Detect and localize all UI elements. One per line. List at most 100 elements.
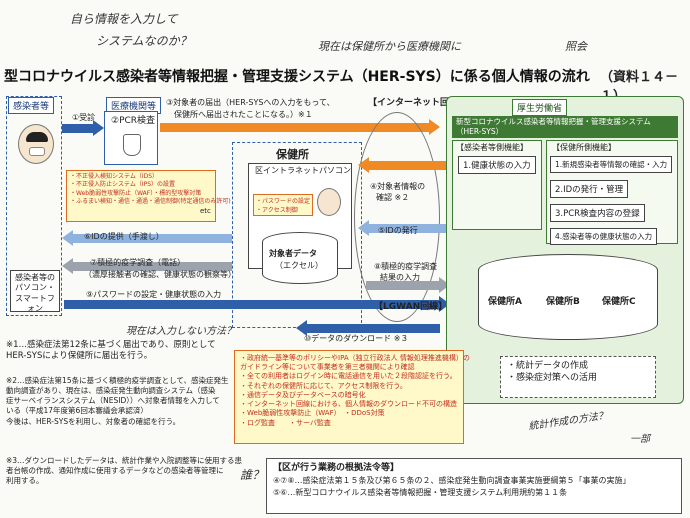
security-item-1: ・不正侵入検知システム（IDS） — [70, 173, 159, 180]
db-hokenjo-label: 対象者データ — [269, 249, 317, 258]
note-3-line-3: 利用する。 — [6, 476, 44, 486]
measure-7: ・Web脆弱性攻撃防止（WAF） ・DDoS対策 — [240, 409, 385, 418]
patient-device-label: 感染者等のパソコン・スマートフォン — [15, 273, 55, 314]
internet-label: 【インターネット回線】 — [368, 98, 468, 108]
internet-boundary — [354, 112, 440, 322]
measure-3: ・全ての利用者はログイン時に電話通信を用いた２段階認証を行う。 — [240, 372, 457, 381]
note-2: ※2…感染症法第15条に基づく積極的疫学調査として、感染症発生 動向調査があり、… — [6, 376, 232, 427]
flow-label-8b: 結果の入力 — [380, 273, 420, 282]
hokenjo-func-header: 【保健所側機能】 — [552, 143, 616, 152]
flow-label-4b: 確認 ※２ — [376, 193, 410, 202]
staff-avatar — [317, 188, 341, 216]
note-1: ※1…感染症法第12条に基づく届出であり、原則として HER-SYSにより保健所… — [6, 340, 232, 363]
hokenjo-database: 対象者データ （エクセル） — [262, 232, 338, 284]
note-2-line-1: ※2…感染症法第15条に基づく積極的疫学調査として、感染症発生 — [6, 376, 229, 385]
her-sys-database — [478, 254, 658, 340]
stats-item-2: ・感染症対策への活用 — [507, 372, 598, 383]
handwritten-note-4: 照会 — [565, 40, 587, 53]
lgwan-label: 【LGWAN回線】 — [374, 302, 448, 312]
measure-2: ガイドライン等について事業者を第三者機関により確認 — [240, 363, 415, 372]
flow-label-3b: 保健所へ届出されたことになる。）※１ — [174, 110, 313, 119]
intranet-item-2: ・アクセス制御 — [256, 207, 298, 214]
note-1-line-1: ※1…感染症法第12条に基づく届出であり、原則として — [6, 340, 216, 350]
patient-device-box: 感染者等のパソコン・スマートフォン — [10, 270, 60, 314]
measure-1: ・政府統一基準等のポリシーやIPA（独立行政法人 情報処理推進機構）の — [240, 354, 470, 362]
flow-label-10: ⑩データのダウンロード ※３ — [304, 334, 409, 343]
note-3: ※3…ダウンロードしたデータは、統計作業や入院調整等に使用する患 者台帳の作成、… — [6, 456, 243, 486]
patient-func-header: 【感染者等側機能】 — [456, 143, 528, 152]
security-item-3: ・Web脆弱性攻撃防止（WAF）・標的型攻撃対策 — [70, 189, 202, 197]
note-3-line-1: ※3…ダウンロードしたデータは、統計作業や入院調整等に使用する患 — [6, 456, 243, 465]
measure-4: ・それぞれの保健所に応じて、アクセス制限を行う。 — [240, 381, 407, 390]
hospital-box: ②PCR検査 — [104, 111, 158, 165]
db-label-c: 保健所C — [602, 297, 636, 307]
security-item-2: ・不正侵入防止システム（IPS）の設置 — [70, 181, 176, 189]
basis-line-2: ⑤⑥…新型コロナウイルス感染者等情報把握・管理支援システム利用規約第１１条 — [273, 487, 568, 497]
hokenjo-func-2: 2.IDの発行・管理 — [550, 180, 629, 198]
flow-label-1: ①受診 — [72, 113, 96, 122]
security-box: ・不正侵入検知システム（IDS） ・不正侵入防止システム（IPS）の設置 ・We… — [66, 170, 231, 222]
flow-label-6: ⑥IDの提供（手渡し） — [84, 232, 164, 241]
flow-arrow-6 — [62, 230, 232, 246]
note-2-line-2: 動向調査があり、現在は、感染症発生動向調査システム（感染 — [6, 386, 216, 396]
mask-shape — [29, 147, 45, 156]
flow-label-3: ③対象者の届出（HER-SYSへの入力をもって、 — [166, 98, 335, 107]
page-title: 型コロナウイルス感染者等情報把握・管理支援システム（HER-SYS）に係る個人情… — [4, 69, 590, 85]
patient-func-panel — [452, 140, 542, 230]
flow-label-7: ⑦積極的疫学調査（電話） — [90, 258, 186, 267]
hokenjo-func-1: 1.新規感染者等情報の確認・入力 — [550, 156, 673, 173]
db-hokenjo-sub: （エクセル） — [275, 261, 323, 270]
db-label-b: 保健所B — [546, 297, 580, 307]
patient-label: 感染者等 — [8, 97, 55, 114]
doctor-icon — [123, 134, 141, 156]
flow-arrow-4 — [358, 157, 446, 173]
patient-avatar — [18, 124, 54, 164]
flow-arrow-3 — [160, 119, 440, 135]
flow-arrow-5 — [358, 220, 446, 236]
note-2-line-3: 症サーベイランスシステム（NESID））へ対象者情報を入力して — [6, 396, 220, 406]
measure-8: ・ログ監査 ・サーバ監査 — [240, 418, 331, 427]
handwritten-note-8: 一部 — [630, 434, 650, 445]
handwritten-note-7: 誰？ — [240, 468, 265, 482]
patient-func-1: 1.健康状態の入力 — [458, 156, 536, 174]
flow-arrow-9 — [64, 296, 450, 312]
handwritten-note-5: 現在は入力しない方法？ — [126, 326, 236, 337]
note-2-line-4: いる（平成17年度第6回本審議会承認済） — [6, 406, 148, 416]
hokenjo-label: 保健所 — [276, 148, 309, 161]
note-2-line-5: 今後は、HER-SYSを利用し、対象者の確認を行う。 — [6, 416, 181, 426]
flow-label-5: ⑤IDの発行 — [378, 226, 418, 235]
basis-line-1: ④⑦⑧…感染症法第１５条及び第６５条の２、感染症発生動向調査事業実施要綱第５「事… — [273, 476, 631, 486]
security-etc: etc — [200, 207, 211, 215]
flow-arrow-8 — [366, 277, 450, 293]
hair-shape — [26, 132, 48, 142]
handwritten-note-6: 統計作成の方法？ — [527, 410, 609, 433]
pcr-label: ②PCR検査 — [111, 116, 156, 126]
handwritten-note-1: 自ら情報を入力して — [70, 12, 178, 26]
patient-region — [6, 96, 62, 316]
handwritten-note-3: 現在は保健所から医療機関に — [318, 40, 461, 53]
handwritten-note-2: システムなのか？ — [96, 34, 192, 48]
measure-6: ・インターネット回線における、個人情報のダウンロード不可の構造 — [240, 400, 457, 409]
her-sys-header: 新型コロナウイルス感染者等情報把握・管理支援システム（HER-SYS） — [452, 116, 678, 138]
flow-label-4: ④対象者情報の — [370, 182, 426, 191]
measure-5: ・通信データ及びデータベースの暗号化 — [240, 390, 366, 399]
stats-box: ・統計データの作成 ・感染症対策への活用 — [500, 356, 656, 398]
note-3-line-2: 者台帳の作成、通知作成に使用するデータなどの感染者等管理に — [6, 466, 224, 476]
flow-arrow-10 — [296, 320, 440, 336]
hokenjo-func-4: 4.感染者等の健康状態の入力 — [550, 228, 658, 245]
her-sys-title: 新型コロナウイルス感染者等情報把握・管理支援システム（HER-SYS） — [456, 117, 651, 136]
legal-basis-box: 【区が行う業務の根拠法令等】 ④⑦⑧…感染症法第１５条及び第６５条の２、感染症発… — [266, 458, 682, 514]
flow-label-9: ⑨パスワードの設定・健康状態の入力 — [86, 290, 222, 301]
flow-label-8: ⑧積極的疫学調査 — [374, 262, 438, 271]
security-item-4: ・ふるまい検知・通信・通過・通信制御(特定通信のみ許可) — [70, 197, 231, 205]
intranet-item-1: ・パスワードの設定 — [256, 198, 311, 205]
flow-arrow-7 — [62, 258, 232, 274]
hokenjo-func-3: 3.PCR検査内容の登録 — [550, 204, 645, 222]
flow-label-7b: （濃厚接触者の確認、健康状態の観察等） — [84, 270, 236, 279]
basis-header: 【区が行う業務の根拠法令等】 — [273, 463, 400, 473]
intranet-label: 区イントラネットパソコン — [255, 166, 351, 175]
security-measures-box: ・政府統一基準等のポリシーやIPA（独立行政法人 情報処理推進機構）の ガイドラ… — [234, 350, 470, 444]
flow-arrow-1 — [62, 120, 104, 136]
mhlw-label: 厚生労働省 — [512, 99, 568, 116]
db-label-a: 保健所A — [488, 297, 522, 307]
